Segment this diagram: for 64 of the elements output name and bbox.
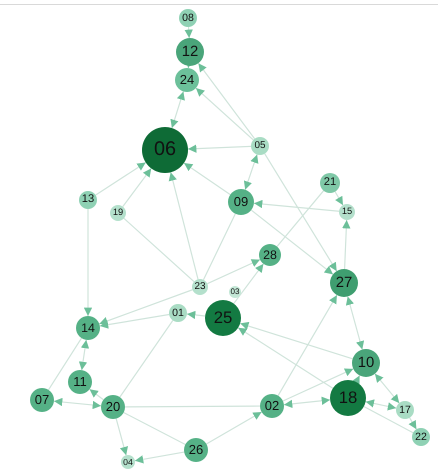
node-label: 25 — [214, 310, 232, 326]
arrow — [184, 162, 231, 196]
node-label: 23 — [194, 282, 206, 292]
node-label: 06 — [154, 140, 176, 160]
arrow — [196, 88, 254, 140]
node-label: 10 — [358, 356, 374, 370]
node-label: 26 — [188, 443, 204, 456]
node-label: 21 — [324, 177, 336, 189]
arrow — [184, 26, 193, 38]
arrow — [334, 191, 344, 206]
arrow — [352, 375, 360, 385]
node-label: 17 — [399, 404, 411, 416]
arrow — [250, 210, 334, 275]
node-label: 18 — [338, 390, 358, 406]
arrow — [54, 398, 102, 410]
node-label: 24 — [180, 73, 194, 86]
arrow — [254, 200, 340, 212]
arrow — [198, 62, 256, 140]
arrow — [238, 327, 334, 389]
arrow — [100, 314, 170, 329]
node-label: 07 — [34, 393, 50, 406]
node-label: 11 — [73, 375, 87, 388]
arrow — [233, 263, 264, 304]
node-label: 20 — [106, 400, 120, 414]
node-label: 04 — [123, 458, 133, 466]
node-label: 03 — [230, 288, 240, 296]
node-label: 14 — [81, 322, 95, 334]
node-label: 02 — [264, 399, 280, 412]
arrow — [186, 310, 206, 320]
arrow — [282, 368, 354, 402]
arrow — [99, 289, 193, 325]
arrow — [342, 220, 350, 270]
arrow — [168, 172, 199, 280]
node-label: 09 — [234, 195, 248, 208]
arrow — [207, 259, 260, 284]
node-label: 28 — [263, 248, 277, 262]
node-label: 19 — [112, 208, 124, 218]
node-label: 13 — [82, 194, 94, 206]
node-label: 15 — [342, 207, 352, 217]
node-label: 01 — [172, 308, 184, 318]
arrow — [206, 412, 262, 444]
node-label: 12 — [182, 44, 198, 60]
node-label: 22 — [415, 432, 427, 442]
arrow — [244, 154, 258, 190]
arrow — [366, 399, 396, 411]
arrow — [264, 153, 338, 272]
arrow — [346, 296, 364, 350]
node-label: 27 — [336, 276, 352, 290]
arrow — [89, 388, 104, 400]
node-label: 05 — [254, 141, 266, 151]
arrow — [170, 91, 185, 128]
arrow — [374, 373, 400, 404]
arrow — [284, 396, 330, 408]
arrow — [278, 294, 338, 396]
arrow — [134, 452, 184, 464]
arrow — [95, 162, 146, 196]
node-label: 08 — [182, 12, 194, 24]
arrow — [188, 144, 252, 153]
arrow — [78, 340, 90, 370]
arrow — [408, 417, 417, 430]
arrow — [240, 322, 353, 360]
arrow — [116, 418, 128, 456]
arrow — [122, 168, 152, 207]
arrow — [84, 209, 92, 316]
